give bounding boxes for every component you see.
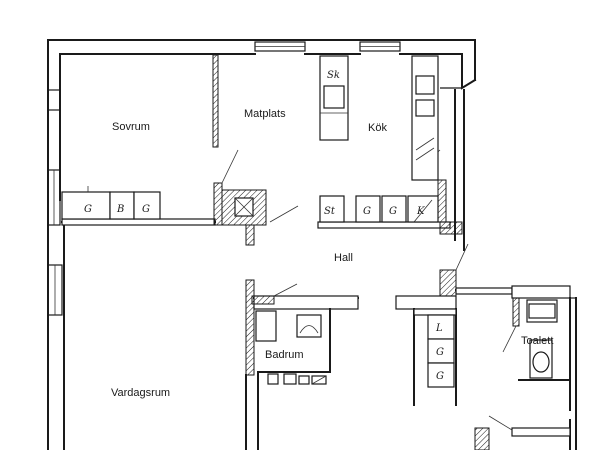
kitchen-elements (319, 55, 439, 181)
cabinet-label-l: L (435, 323, 443, 334)
cabinet-label-sk: Sk (327, 70, 340, 81)
cabinet-row-kitchen: St G G K Sk (319, 70, 439, 223)
cabinet-label-k: K (416, 206, 425, 217)
outer-walls (47, 39, 477, 450)
room-label-sovrum: Sovrum (112, 121, 150, 133)
room-label-hall: Hall (334, 252, 353, 264)
cabinet-label-g5: G (436, 347, 444, 358)
room-label-badrum: Badrum (265, 349, 304, 361)
cabinet-label-g2: G (142, 204, 150, 215)
cabinet-label-g4: G (389, 206, 397, 217)
room-labels: Sovrum Matplats Kök Hall Badrum Toalett … (111, 108, 553, 399)
room-label-toalett: Toalett (521, 335, 553, 347)
room-label-matplats: Matplats (244, 108, 286, 120)
room-label-vardagsrum: Vardagsrum (111, 387, 170, 399)
cabinet-row-sovrum: G B G (61, 186, 161, 220)
cabinet-label-g6: G (436, 371, 444, 382)
cabinet-label-b1: B (116, 204, 124, 215)
cabinet-label-st: St (324, 206, 336, 217)
cabinet-label-g1: G (84, 204, 92, 215)
cabinet-label-g3: G (363, 206, 371, 217)
room-label-kok: Kök (368, 122, 387, 134)
interior-walls (61, 54, 577, 450)
cabinet-row-hall: L G G (427, 314, 455, 388)
